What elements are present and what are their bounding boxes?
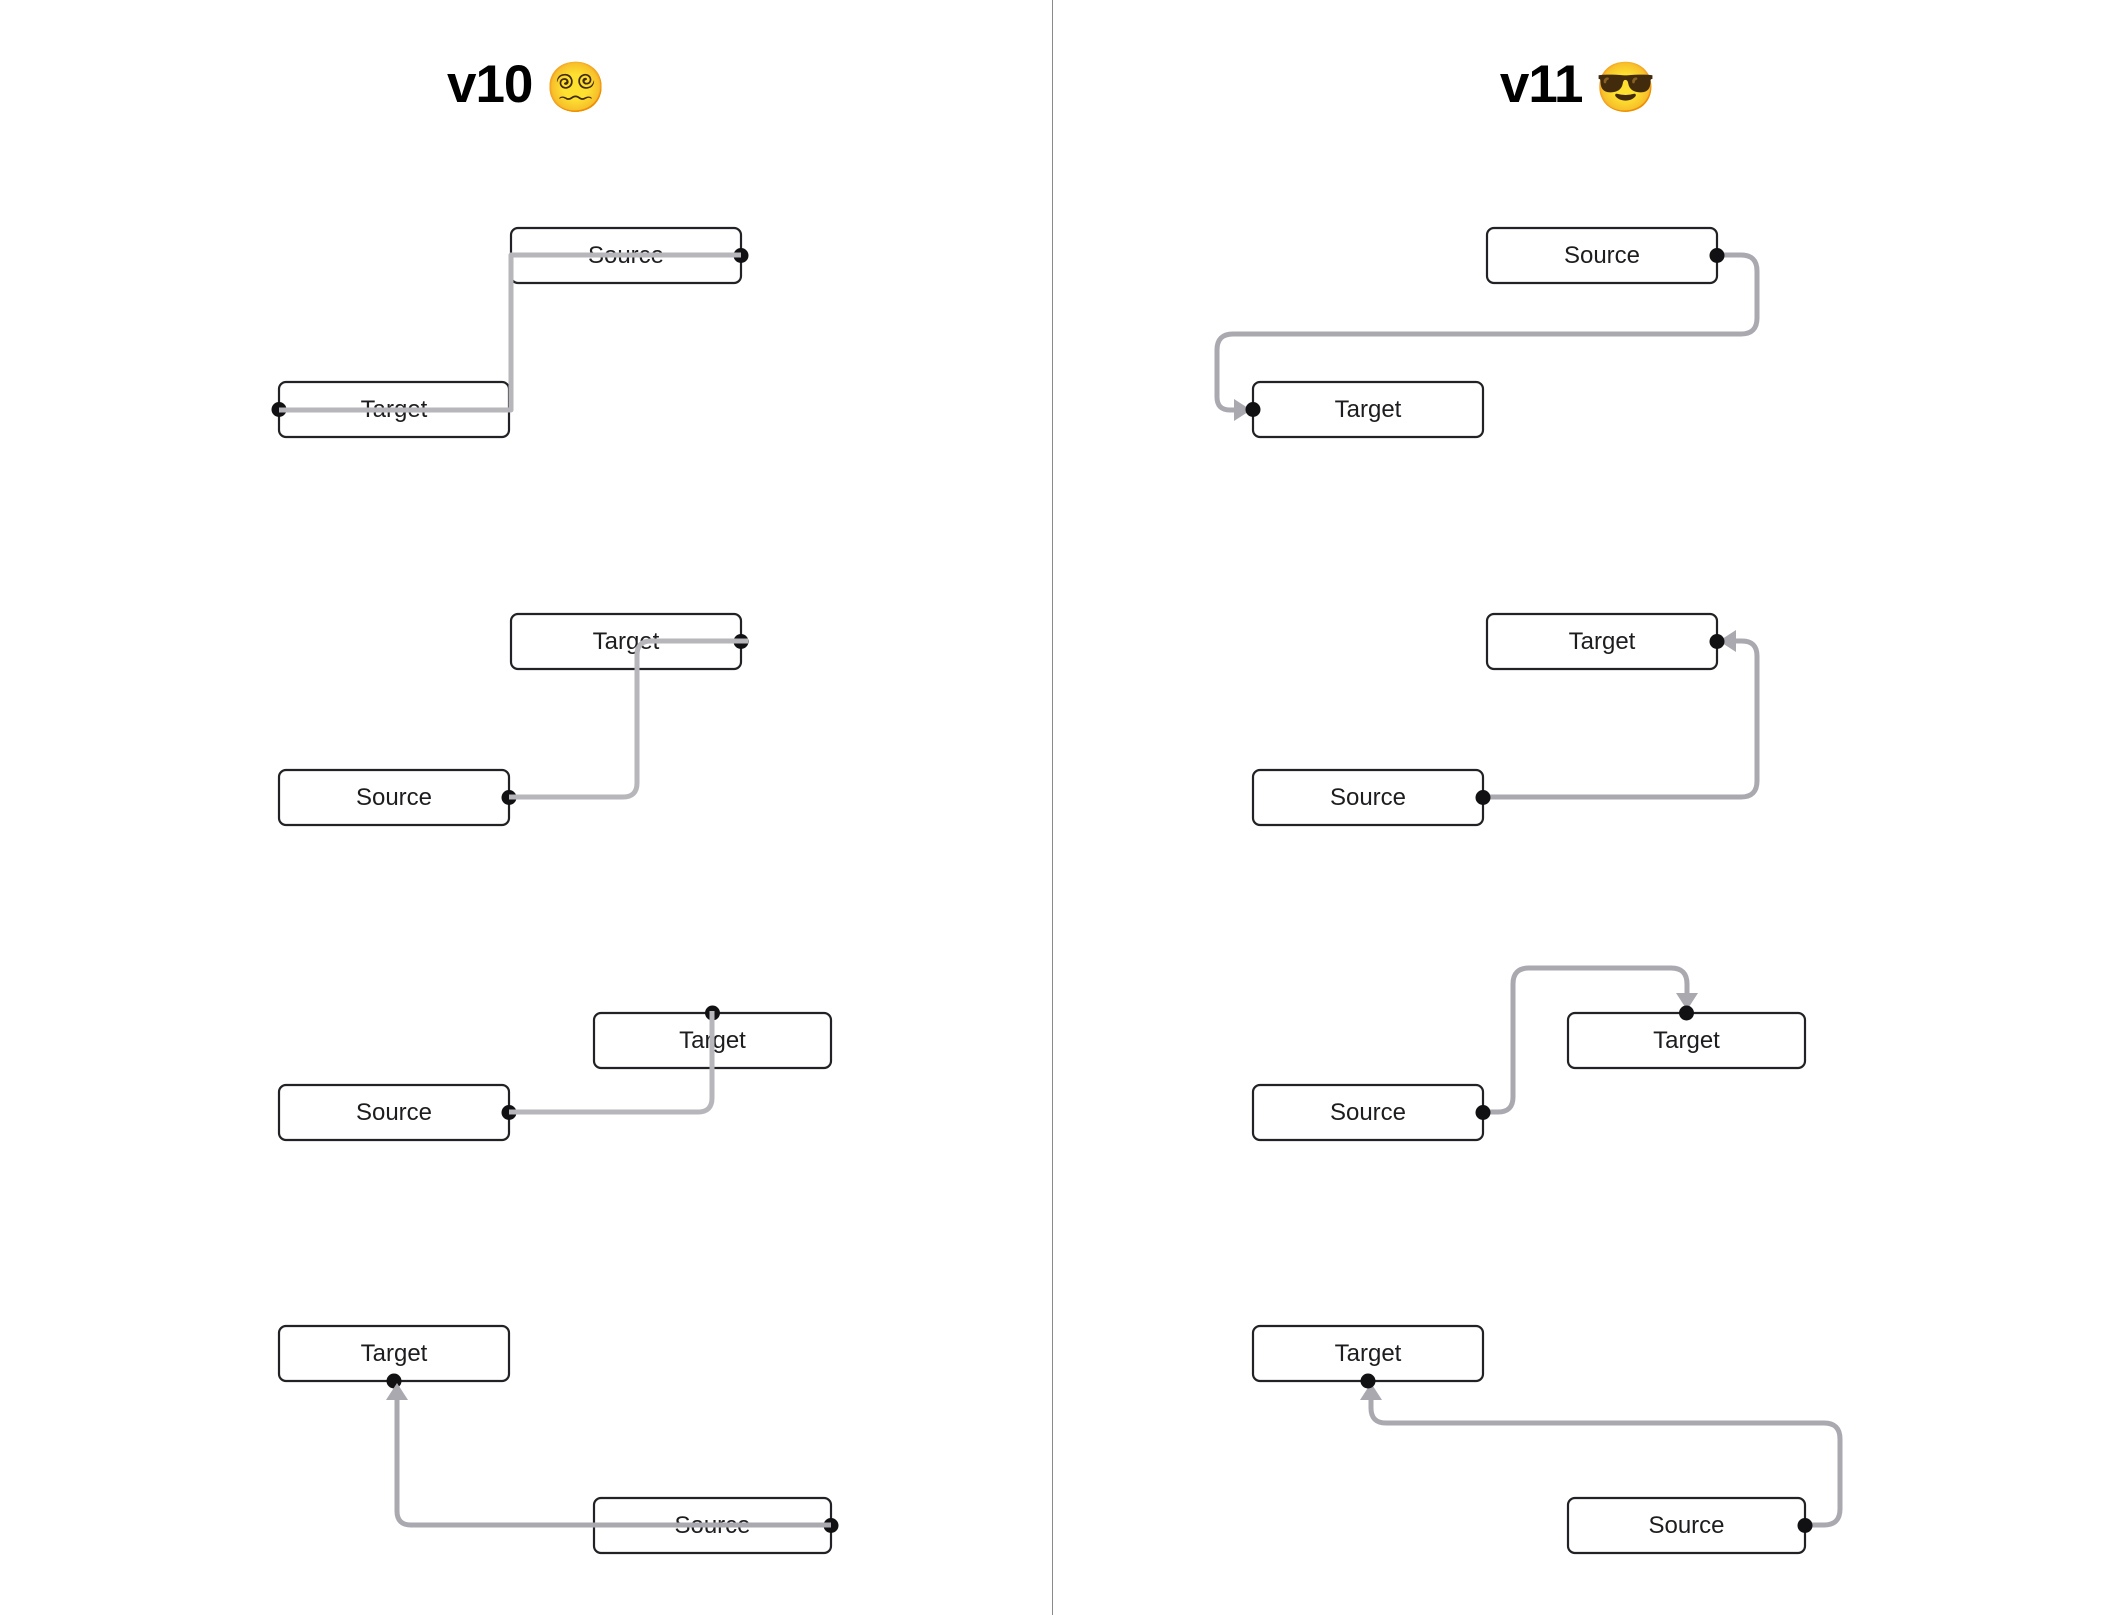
edge-arrowhead-icon <box>1719 630 1736 652</box>
face-with-spiral-eyes-emoji: 😵‍💫 <box>532 61 606 115</box>
panel-title-v10: v10 😵‍💫 <box>0 58 1052 113</box>
node-target[interactable]: Target <box>1566 1005 1807 1070</box>
edge-line[interactable] <box>1368 1393 1843 1528</box>
node-label: Source <box>356 784 432 811</box>
node-source[interactable]: Source <box>277 1083 517 1142</box>
node-handle-target-bottom[interactable] <box>386 1373 402 1389</box>
node-label: Source <box>1330 1099 1406 1126</box>
edge-v11-row-3[interactable] <box>1483 965 1698 1115</box>
node-label: Target <box>1653 1027 1720 1054</box>
node-target[interactable]: Target <box>1251 1324 1485 1389</box>
edge-line[interactable] <box>1483 638 1760 800</box>
node-source[interactable]: Source <box>277 768 517 827</box>
edge-line[interactable] <box>279 252 741 413</box>
edge-v11-row-4[interactable] <box>1360 1383 1843 1528</box>
panel-title-text: v10 <box>446 55 533 114</box>
node-label: Target <box>1335 1340 1402 1367</box>
node-target[interactable]: Target <box>1485 612 1725 671</box>
node-label: Target <box>1335 396 1402 423</box>
edge-v10-row-1[interactable] <box>279 252 741 413</box>
edge-line[interactable] <box>509 638 748 800</box>
edge-arrowhead-icon <box>1676 993 1698 1010</box>
edge-v10-row-2[interactable] <box>509 638 748 800</box>
diagram-svg-v11: SourceTargetTargetSourceTargetSourceTarg… <box>1214 226 1843 1555</box>
node-label: Source <box>356 1099 432 1126</box>
edge-v10-row-3[interactable] <box>509 1011 715 1115</box>
node-source[interactable]: Source <box>1485 226 1725 285</box>
edge-arrowhead-icon <box>1234 399 1251 421</box>
smiling-face-with-sunglasses-emoji: 😎 <box>1582 61 1656 115</box>
node-label: Source <box>1648 1512 1724 1539</box>
node-label: Target <box>1569 628 1636 655</box>
node-source[interactable]: Source <box>1251 1083 1491 1142</box>
node-handle-source-right[interactable] <box>1475 1105 1491 1120</box>
node-source[interactable]: Source <box>1566 1496 1813 1555</box>
edge-line[interactable] <box>509 1011 715 1115</box>
node-handle-source-right[interactable] <box>1475 790 1491 805</box>
edge-v11-row-1[interactable] <box>1214 252 1760 421</box>
node-label: Source <box>1564 242 1640 269</box>
node-target[interactable]: Target <box>1245 380 1485 439</box>
diagram-svg-v10: SourceTargetTargetSourceTargetSourceTarg… <box>271 226 839 1555</box>
edge-line[interactable] <box>1483 965 1690 1115</box>
edge-arrowhead-icon <box>1360 1383 1382 1400</box>
node-source[interactable]: Source <box>1251 768 1491 827</box>
node-label: Source <box>1330 784 1406 811</box>
node-handle-target-left[interactable] <box>1245 402 1261 417</box>
node-handle-target-top[interactable] <box>1679 1005 1694 1021</box>
node-handle-target-right[interactable] <box>1709 634 1725 649</box>
node-handle-target-bottom[interactable] <box>1360 1373 1376 1389</box>
panel-title-v11: v11 😎 <box>1053 58 2102 113</box>
panel-title-text: v11 <box>1499 55 1584 114</box>
edge-v11-row-2[interactable] <box>1483 630 1760 800</box>
node-target[interactable]: Target <box>277 1324 511 1389</box>
node-label: Target <box>361 1340 428 1367</box>
panel-divider <box>1052 0 1053 1615</box>
node-handle-source-right[interactable] <box>1797 1518 1813 1533</box>
edge-line[interactable] <box>394 1393 831 1528</box>
edge-arrowhead-icon <box>386 1383 408 1400</box>
edge-v10-row-4[interactable] <box>386 1383 831 1528</box>
node-handle-source-right[interactable] <box>1709 248 1725 263</box>
edge-line[interactable] <box>1214 252 1760 413</box>
